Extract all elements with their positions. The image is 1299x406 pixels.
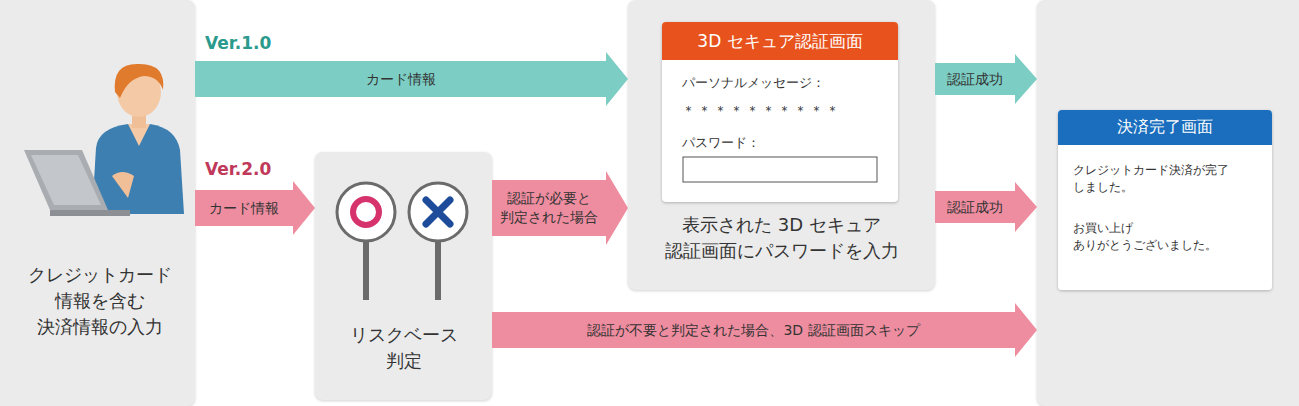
flow-arrow <box>492 303 1037 357</box>
flow-arrow <box>492 171 628 245</box>
auth-panel: 表示された 3D セキュア 認証画面にパスワードを入力 3D セキュア認証画面パー… <box>628 0 935 290</box>
completion-card <box>1058 110 1272 290</box>
message-label: パーソナルメッセージ： <box>682 74 887 93</box>
password-input <box>683 157 877 182</box>
flow-arrow <box>935 54 1037 104</box>
flow-arrow <box>935 182 1037 232</box>
arrow-label: 認証が不要と判定された場合、3D 認証画面スキップ <box>496 312 1011 348</box>
risk-text: リスクベース 判定 <box>335 322 472 374</box>
screen-title: 3D セキュア認証画面 <box>662 29 898 54</box>
arrow-label: カード情報 <box>199 190 289 226</box>
person-illustration <box>24 64 184 216</box>
password-label: パスワード： <box>682 134 887 153</box>
arrow-label: 認証が必要と 判定された場合 <box>496 180 602 236</box>
risk-panel: リスクベース 判定 <box>315 152 492 400</box>
input-text: クレジットカード 情報を含む 決済情報の入力 <box>12 262 187 340</box>
masked-message: ＊＊＊＊＊＊＊＊＊＊ <box>682 102 887 121</box>
arrow-label: 認証成功 <box>939 191 1011 223</box>
ok-ng-signs <box>337 183 467 300</box>
flow-arrow <box>195 52 628 106</box>
thanks-message: お買い上げ ありがとうございました。 <box>1073 220 1261 255</box>
complete-message: クレジットカード決済が完了 しました。 <box>1073 162 1261 197</box>
arrow-label: カード情報 <box>199 61 602 97</box>
flow-arrow <box>195 181 315 235</box>
version-label: Ver.2.0 <box>205 159 271 179</box>
auth-text: 表示された 3D セキュア 認証画面にパスワードを入力 <box>638 212 925 264</box>
version-label: Ver.1.0 <box>205 33 271 53</box>
arrow-label: 認証成功 <box>939 63 1011 95</box>
complete-title: 決済完了画面 <box>1058 115 1272 138</box>
